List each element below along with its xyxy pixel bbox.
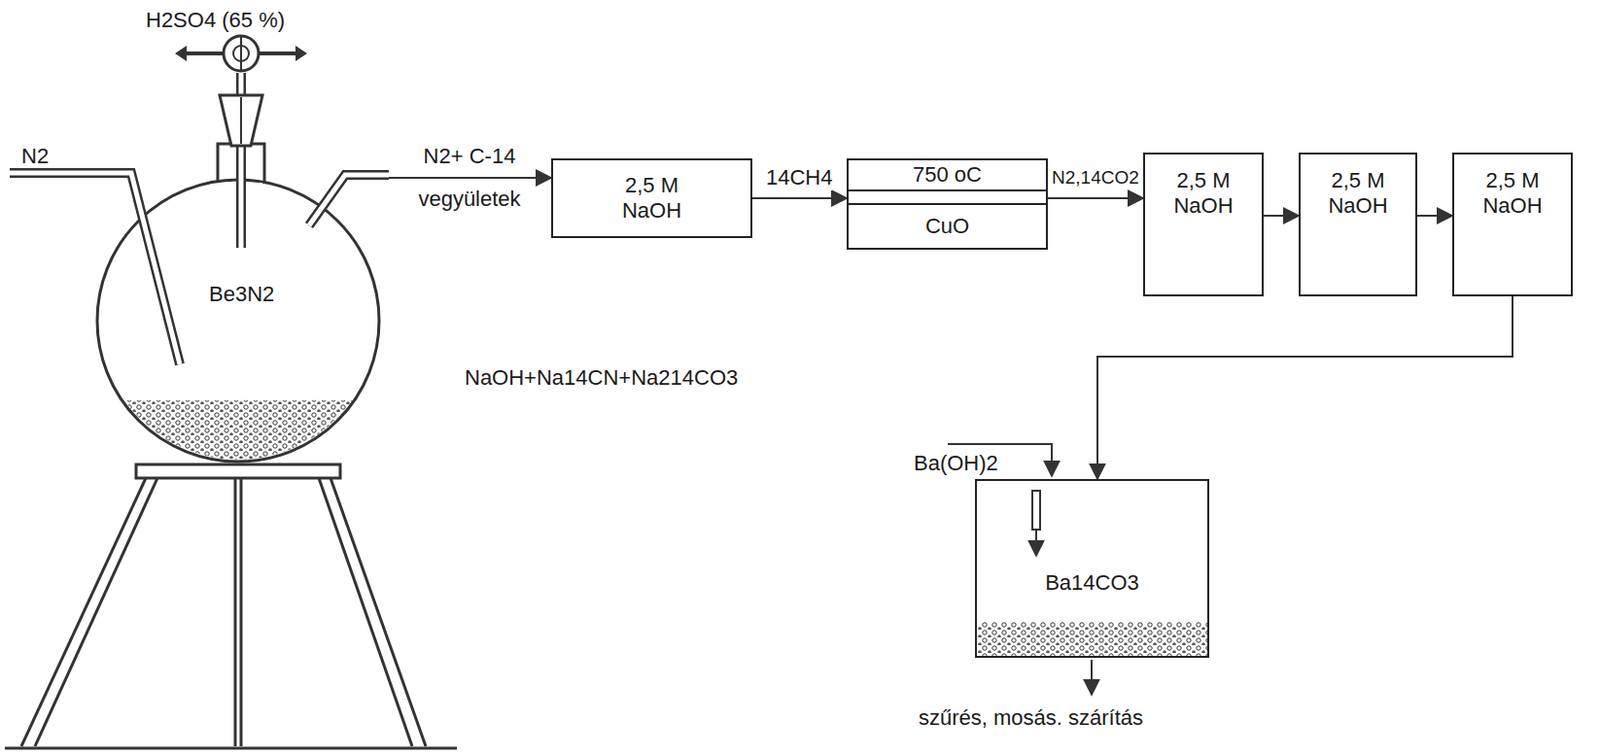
vessel-internals — [977, 490, 1208, 657]
absorber-box: 2,5 M NaOH — [1143, 152, 1264, 297]
reaction-flask: Be3N2 — [92, 145, 389, 438]
edge-label: 14CH4 — [765, 165, 834, 191]
flask — [9, 35, 399, 469]
solution-label: NaOH+Na14CN+Na214CO3 — [464, 365, 738, 391]
node-label: 2,5 M NaOH — [613, 173, 692, 225]
node-label: 2,5 M NaOH — [1319, 168, 1397, 220]
node-label: Be3N2 — [208, 281, 275, 308]
furnace-tube: 750 oC CuO — [846, 158, 1048, 250]
edge-label: N2,14CO2 — [1050, 167, 1141, 190]
flow-connector — [1417, 214, 1453, 217]
edge-label: N2+ C-14 vegyületek — [407, 135, 532, 221]
reagent-label: Ba(OH)2 — [913, 451, 999, 477]
furnace-zone: CuO — [848, 205, 1046, 248]
reagent-label: H2SO4 (65 %) — [145, 7, 285, 34]
furnace-gap — [848, 191, 1046, 206]
flow-connector — [752, 197, 847, 200]
absorber-box: 2,5 M NaOH — [551, 158, 753, 239]
node-label: 2,5 M NaOH — [1164, 168, 1243, 220]
precipitation-vessel: Ba14CO3 — [974, 479, 1210, 659]
flow-connector — [388, 176, 552, 179]
node-label: Ba14CO3 — [976, 570, 1208, 596]
flow-connector — [1263, 214, 1299, 217]
node-label: 2,5 M NaOH — [1473, 168, 1552, 220]
furnace-zone: 750 oC — [848, 160, 1046, 192]
absorber-box: 2,5 M NaOH — [1452, 152, 1573, 297]
tripod-stand — [4, 464, 457, 749]
flow-connector — [1047, 197, 1144, 200]
node-label: 750 oC — [912, 162, 982, 188]
node-sublabel: CuO — [925, 213, 970, 240]
absorber-box: 2,5 M NaOH — [1298, 152, 1418, 297]
flow-connector — [1097, 296, 1513, 480]
process-note: szűrés, mosás. szárítás — [918, 705, 1144, 731]
gas-inlet-label: N2 — [21, 143, 49, 170]
